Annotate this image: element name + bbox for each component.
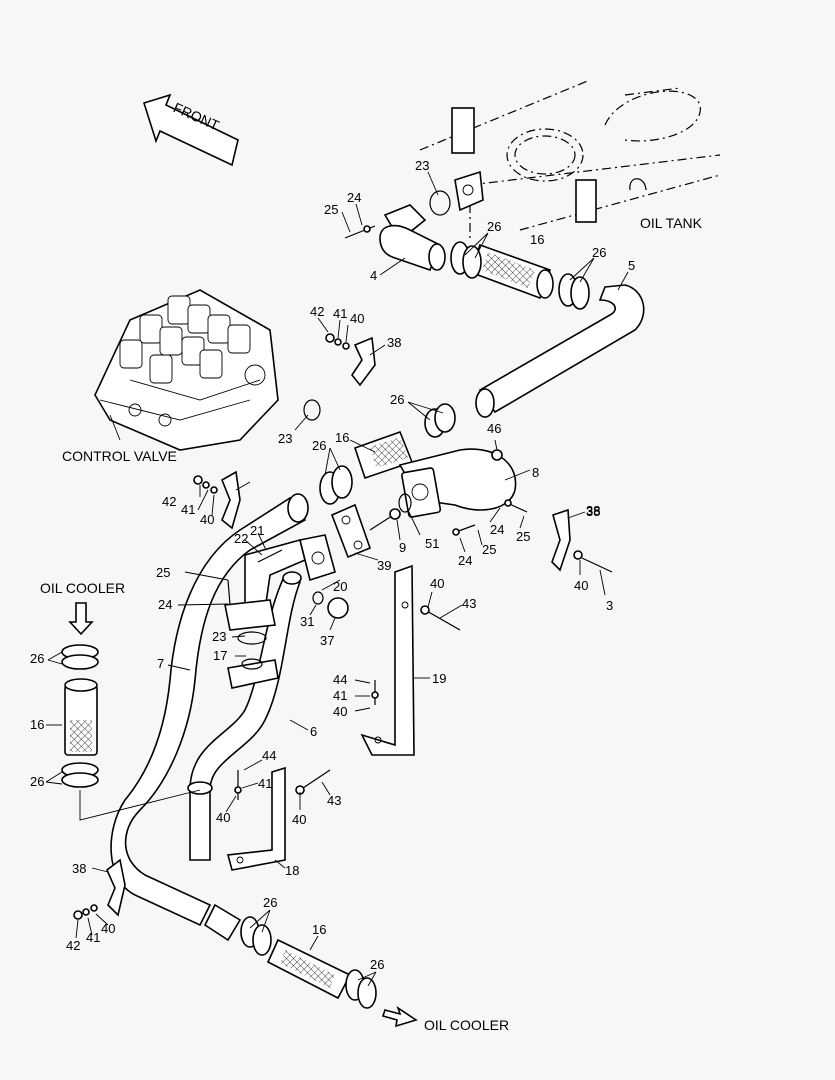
bracket-38-lower (73, 858, 126, 920)
part-number: 26 (312, 438, 326, 453)
hose-16-top (450, 241, 590, 310)
pipe-4 (379, 204, 446, 272)
part-number: 41 (333, 688, 347, 703)
pipe-7 (110, 493, 309, 927)
part-number: 40 (350, 311, 364, 326)
oil-tank-label: OIL TANK (640, 215, 703, 231)
part-number: 9 (399, 540, 406, 555)
hose-16-middle (319, 403, 456, 505)
oil-cooler-hose-left: OIL COOLER (40, 580, 201, 821)
part-number: 7 (157, 656, 164, 671)
bracket-38-upper (325, 333, 376, 387)
part-number: 41 (258, 776, 272, 791)
part-number: 26 (263, 895, 277, 910)
block-39 (330, 503, 372, 559)
leader-lines (45, 171, 629, 987)
part-number: 24 (458, 553, 472, 568)
part-number: 3 (606, 598, 613, 613)
part-number: 41 (181, 502, 195, 517)
part-number: 40 (216, 810, 230, 825)
part-number: 24 (490, 522, 504, 537)
flange-20 (244, 534, 336, 613)
part-number: 42 (310, 304, 324, 319)
part-number: 38 (586, 503, 600, 518)
part-number: 23 (415, 158, 429, 173)
part-number: 18 (285, 863, 299, 878)
part-number: 5 (628, 258, 635, 273)
part-number: 24 (347, 190, 361, 205)
part-number: 42 (162, 494, 176, 509)
part-number: 37 (320, 633, 334, 648)
oil-cooler-top-label: OIL COOLER (40, 580, 125, 596)
part-number: 40 (101, 921, 115, 936)
part-number: 19 (432, 671, 446, 686)
oil-cooler-bottom-label: OIL COOLER (424, 1017, 509, 1033)
part-number: 17 (213, 648, 227, 663)
flange-17 (224, 579, 279, 689)
bracket-18 (226, 766, 331, 871)
part-number: 38 (586, 504, 600, 519)
part-number: 6 (310, 724, 317, 739)
part-number: 24 (158, 597, 172, 612)
part-number: 40 (430, 576, 444, 591)
part-number: 43 (327, 793, 341, 808)
part-number: 41 (86, 930, 100, 945)
part-number: 21 (250, 523, 264, 538)
front-arrow: FRONT (142, 93, 239, 167)
part-number: 25 (482, 542, 496, 557)
part-number: 16 (30, 717, 44, 732)
bolt-25-right (504, 499, 528, 513)
part-number: 20 (333, 579, 347, 594)
part-number: 26 (390, 392, 404, 407)
bracket-19 (360, 564, 461, 756)
part-number: 16 (312, 922, 326, 937)
part-number: 25 (516, 529, 530, 544)
part-number: 51 (425, 536, 439, 551)
part-number: 44 (333, 672, 347, 687)
part-number: 44 (262, 748, 276, 763)
part-number: 31 (300, 614, 314, 629)
bracket-38-left (193, 470, 241, 530)
part-number: 42 (66, 938, 80, 953)
part-number: 8 (532, 465, 539, 480)
o-ring-23-top (429, 170, 484, 216)
part-number: 23 (278, 431, 292, 446)
part-number: 43 (462, 596, 476, 611)
part-number: 25 (324, 202, 338, 217)
part-number: 46 (487, 421, 501, 436)
bolt-25-lower (452, 524, 476, 536)
plug-37 (312, 591, 349, 619)
part-number: 40 (333, 704, 347, 719)
part-number: 16 (530, 232, 544, 247)
part-number: 4 (370, 268, 377, 283)
part-number: 26 (370, 957, 384, 972)
part-number: 16 (335, 430, 349, 445)
part-number: 23 (212, 629, 226, 644)
pipe-5 (475, 284, 645, 418)
part-number: 38 (387, 335, 401, 350)
hose-16-bottom: OIL COOLER (203, 903, 509, 1033)
part-number: 26 (30, 774, 44, 789)
part-number: 40 (200, 512, 214, 527)
part-number: 26 (30, 651, 44, 666)
control-valve: CONTROL VALVE (62, 289, 279, 464)
bolt-25-top (344, 225, 376, 239)
control-valve-label: CONTROL VALVE (62, 448, 177, 464)
part-number: 26 (487, 219, 501, 234)
part-number: 41 (333, 306, 347, 321)
bolt-9 (369, 493, 412, 531)
part-number: 25 (156, 565, 170, 580)
bracket-38-right (551, 508, 613, 573)
part-number: 39 (377, 558, 391, 573)
part-number: 26 (592, 245, 606, 260)
elbow-8 (398, 448, 517, 518)
o-ring-23-middle (303, 399, 321, 421)
part-number: 40 (574, 578, 588, 593)
part-number: 40 (292, 812, 306, 827)
part-number-labels: 23 24 25 26 16 26 4 5 42 41 40 38 23 26 … (30, 158, 635, 972)
part-number: 22 (234, 531, 248, 546)
part-number: 38 (72, 861, 86, 876)
oil-tank: OIL TANK (419, 79, 721, 240)
